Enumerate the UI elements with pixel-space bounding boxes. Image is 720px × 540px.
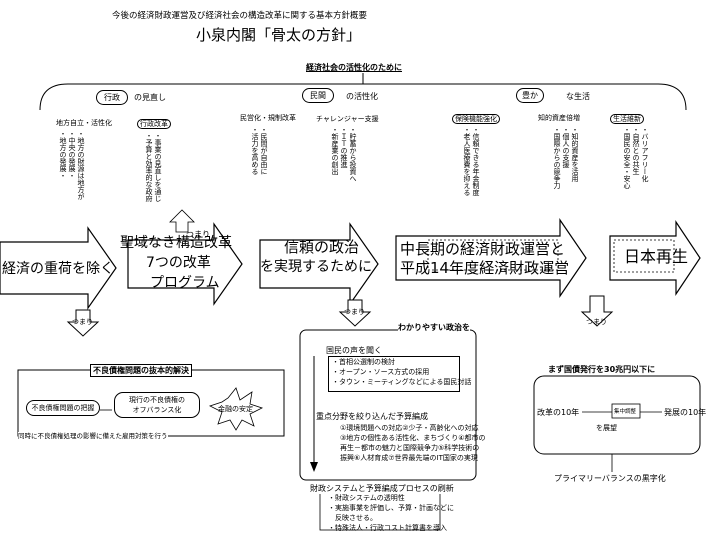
mid-s3-item-4: ・特殊法人・行政コスト計算書を導入: [328, 524, 447, 532]
tsumari-arrow-2: [338, 299, 372, 327]
left-pill-2: 現行の不良債権の オフバランス化: [114, 392, 200, 418]
mid-s3-item-1: ・財政システムの透明性: [328, 494, 405, 502]
col-body-1: ・地方の財源は地方が ・中央の発展・ ・地方の発展・: [59, 130, 85, 200]
arrow-5: [609, 220, 701, 296]
tsumari-label-2: つまり: [344, 308, 365, 316]
col-body-2: ・事業の見直しを通じ ・予算と効率的な政府: [145, 132, 162, 202]
arrow-2-line3: プログラム: [150, 275, 220, 291]
category-yutaka-suffix: な生活: [566, 92, 590, 101]
right-box-title: まず国債発行を30兆円以下に: [548, 364, 656, 375]
mid-s1-item-2: ・オープン・ソース方式の採用: [332, 368, 430, 376]
top-section-heading: 経済社会の活性化のために: [306, 62, 402, 73]
arrow-1-label: 経済の重荷を除く: [2, 261, 114, 277]
tsumari-arrow-3: [580, 295, 614, 327]
mid-s2-title: 重点分野を絞り込んだ予算編成: [316, 412, 428, 422]
arrow-3: [259, 222, 379, 306]
mid-s2-item-3: 再生－都市の魅力と国際競争力⑤科学技術の: [340, 444, 480, 452]
arrow-1: [0, 226, 117, 310]
col-label-6: 知的資産倍増: [538, 114, 580, 122]
left-pill-2-line2: オフバランス化: [132, 406, 182, 414]
col-body-3: ・民間が自由に ・活力を高める: [251, 126, 268, 175]
left-box-title: 不良債権問題の抜本的解決: [90, 364, 192, 377]
right-box-footer: プライマリーバランスの黒字化: [554, 474, 666, 483]
col-label-7: 生活維新: [610, 114, 644, 124]
category-gyosei-suffix: の見直し: [134, 93, 166, 102]
col-body-4: ・貯蓄から投資へ ・ＩＴの推進 ・新産業の創出: [331, 126, 357, 182]
arrow-3-line2: を実現するために: [260, 259, 372, 275]
category-gyosei: 行政: [96, 90, 128, 105]
left-box-footer: 同時に不良債権処理の影響に備えた雇用対策を行う: [18, 432, 168, 440]
arrow-2: [127, 222, 243, 306]
category-yutaka: 豊か: [516, 88, 544, 103]
right-box-frame: [533, 375, 701, 455]
mid-s2-item-1: ①環境問題への対応②少子・高齢化への対応: [340, 424, 479, 432]
col-label-1: 地方自立・活性化: [56, 119, 112, 127]
mid-s1-item-1: ・首相公選制の検討: [332, 358, 395, 366]
tsumari-arrow-1: [66, 309, 100, 337]
col-label-2: 行政改革: [137, 119, 171, 129]
arrow-2-line2: 7つの改革: [146, 255, 211, 271]
starburst-label: 金融の安定: [218, 405, 253, 413]
arrow-4-line2: 平成14年度経済財政運営: [400, 259, 570, 277]
arrow-2-tsumari: つまり: [186, 230, 210, 239]
header-subtitle: 今後の経済財政運営及び経済社会の構造改革に関する基本方針概要: [112, 11, 368, 21]
right-sub-label: を展望: [596, 424, 617, 432]
col-label-3: 民営化・規制改革: [240, 114, 296, 122]
col-body-7: ・バリアフリー化 ・自然との共生 ・国民の安全・安心: [623, 126, 649, 189]
right-middle-label: 集中調整: [614, 409, 637, 415]
col-body-6: ・知的資産を活用 ・個人の支援 ・国際からの競争力: [553, 126, 579, 189]
right-right-label: 発展の10年: [664, 408, 707, 417]
mid-s3-title: 財政システムと予算編成プロセスの刷新: [310, 484, 454, 494]
left-pill-2-line1: 現行の不良債権の: [129, 396, 185, 404]
category-minkan-suffix: の活性化: [346, 92, 378, 101]
arrow-2-line1: 聖域なき構造改革: [120, 235, 232, 251]
mid-s1-box: [328, 356, 460, 392]
arrow-4: [395, 218, 587, 298]
tsumari-label-1: つまり: [72, 318, 93, 326]
arrow-5-label: 日本再生: [624, 247, 689, 266]
page-title: 小泉内閣「骨太の方針」: [196, 26, 362, 44]
mid-s1-item-3: ・タウン・ミーティングなどによる国民対話: [332, 378, 472, 386]
middle-box-title: わかりやすい政治を: [398, 322, 470, 333]
category-minkan: 民間: [302, 88, 334, 103]
mid-s2-item-4: 振興⑥人材育成⑦世界最先端のIT国家の実現: [340, 454, 478, 462]
tsumari-label-3: つまり: [586, 318, 607, 326]
col-label-5: 保険機能強化: [452, 114, 500, 124]
arrow-3-line1: 信頼の政治: [284, 238, 360, 256]
middle-box-frame: [299, 329, 477, 481]
arrow-4-line1: 中長期の経済財政運営と: [400, 240, 566, 258]
col-label-4: チャレンジャー支援: [316, 115, 379, 123]
mid-s3-item-2: ・実施事業を評価し、予算・計画などに: [328, 504, 454, 512]
mid-s3-item-3: 反映させる。: [328, 514, 377, 522]
left-pill-1: 不良債権問題の把握: [26, 400, 100, 416]
right-left-label: 改革の10年: [537, 408, 580, 417]
mid-s1-title: 国民の声を聞く: [326, 346, 382, 355]
mid-s2-item-2: ③地方の個性ある活性化、まちづくり④都市の: [340, 434, 486, 442]
col-body-5: ・信頼できる年金制度 ・老人医療費を抑える: [463, 126, 480, 196]
starburst-shape: [208, 387, 264, 431]
